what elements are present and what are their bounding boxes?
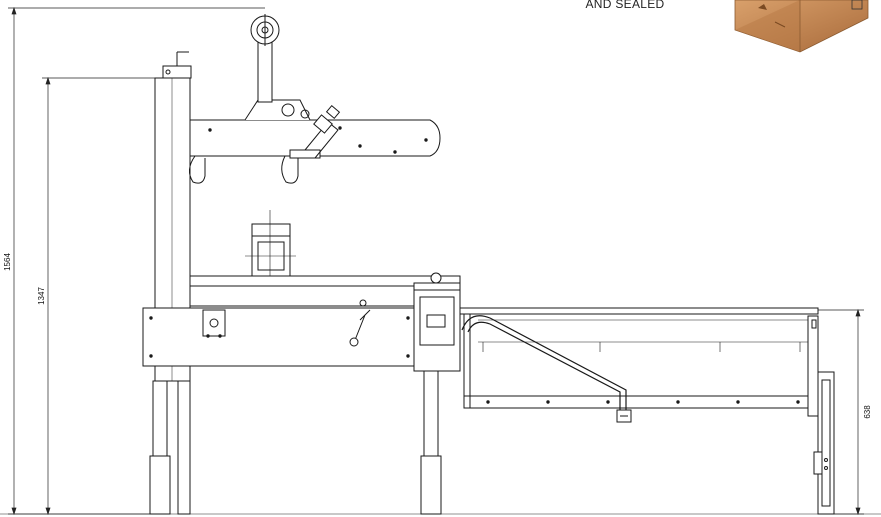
motor-icon xyxy=(245,210,296,290)
control-panel-icon xyxy=(413,282,461,372)
carton-box-icon xyxy=(734,0,869,53)
dimension-overall-height: 1564 xyxy=(3,253,12,271)
handwheel-icon xyxy=(162,51,192,79)
caption-text: AND SEALED xyxy=(585,0,665,11)
tape-roll-icon xyxy=(250,14,280,46)
taping-machine xyxy=(142,14,835,515)
dimension-lines xyxy=(0,6,881,516)
dimension-column-height: 1347 xyxy=(37,287,46,305)
dimension-conveyor-height: 638 xyxy=(863,405,872,419)
